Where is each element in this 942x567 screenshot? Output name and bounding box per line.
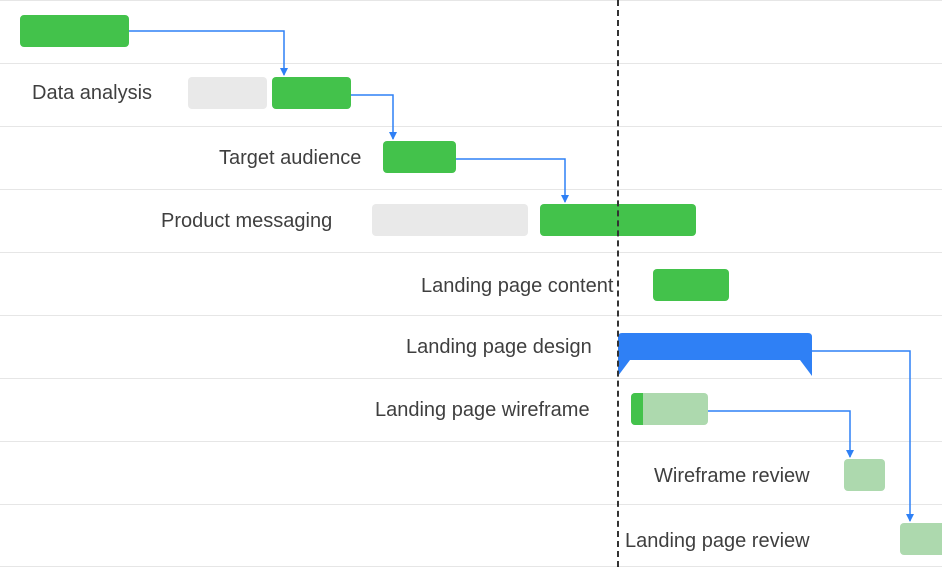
task-label-target-audience: Target audience (219, 147, 362, 169)
task-bar-data-analysis[interactable] (272, 77, 351, 109)
row-divider (0, 189, 942, 190)
today-marker-line (617, 0, 619, 567)
task-bar-landing-page-content[interactable] (653, 269, 729, 301)
row-divider (0, 441, 942, 442)
task-label-wireframe-review: Wireframe review (654, 465, 810, 487)
summary-bar-landing-page-design[interactable] (618, 333, 812, 376)
row-divider (0, 126, 942, 127)
row-divider (0, 378, 942, 379)
task-label-landing-page-content: Landing page content (421, 275, 614, 297)
task-bar-t0[interactable] (20, 15, 129, 47)
row-divider (0, 504, 942, 505)
task-bar-target-audience[interactable] (383, 141, 456, 173)
row-divider (0, 0, 942, 1)
row-divider (0, 63, 942, 64)
dependency-link (812, 350, 914, 522)
task-label-landing-page-design: Landing page design (406, 336, 592, 358)
task-bar-landing-page-wireframe[interactable] (631, 393, 708, 425)
row-divider (0, 315, 942, 316)
row-divider (0, 252, 942, 253)
dependency-link (351, 94, 397, 140)
baseline-bar-t3 (372, 204, 528, 236)
progress-fill (631, 393, 643, 425)
task-bar-landing-page-review[interactable] (900, 523, 942, 555)
baseline-bar-t1 (188, 77, 267, 109)
dependency-link (708, 410, 854, 458)
task-bar-wireframe-review[interactable] (844, 459, 885, 491)
task-label-data-analysis: Data analysis (32, 82, 153, 104)
dependency-link (456, 158, 569, 203)
task-label-landing-page-wireframe: Landing page wireframe (375, 399, 590, 421)
task-label-landing-page-review: Landing page review (625, 530, 810, 552)
dependency-link (129, 30, 288, 76)
task-label-product-messaging: Product messaging (161, 210, 333, 232)
